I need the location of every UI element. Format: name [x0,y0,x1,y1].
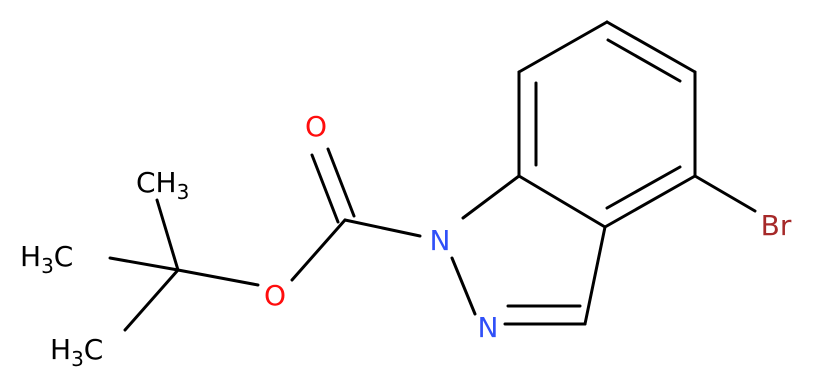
bond-c4-br [693,174,757,213]
bond-c5-c4 [603,174,697,229]
bond-n1-carbonyl [343,218,422,238]
atom-ch3-left: H3C [20,240,73,278]
atom-br: Br [761,209,792,242]
atom-o-carbonyl: O [305,110,327,143]
bond-carbonyl-oester [290,218,347,282]
bond-c3-c4 [583,225,607,326]
bond-cq-ch3-left [108,256,180,272]
bonds [108,20,757,332]
bond-carbonyl-o-a [310,153,340,224]
atom-o-ester: O [264,279,286,312]
bond-oester-cq [176,268,260,287]
atom-n1: N [430,224,451,257]
atom-ch3-bottom: H3C [50,333,103,371]
bond-n1-n2 [450,256,477,316]
bond-c7a-c7 [517,20,609,74]
bond-cq-ch3-top [155,198,180,272]
atom-labels: O O N N Br CH3 H3C H3C [20,110,792,371]
bond-c3a-n1 [461,174,521,220]
bond-inner-c5-c4 [605,165,682,210]
bond-c4-c3a [517,174,607,229]
bond-inner-c7-c6 [606,38,682,83]
bond-c7-c6 [605,20,697,74]
atom-n2: N [478,311,499,344]
atom-ch3-top: CH3 [136,166,189,204]
bond-carbonyl-o-b [326,147,356,218]
bond-cq-ch3-bottom [123,268,180,332]
